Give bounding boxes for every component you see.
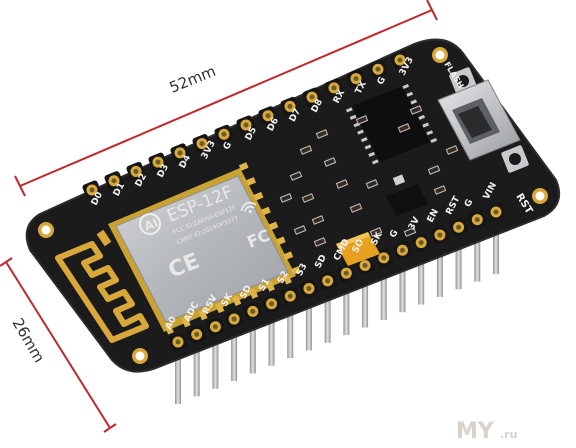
length-label: 52mm	[167, 62, 219, 97]
yellow-capacitor	[336, 232, 380, 266]
watermark: MY .ru	[456, 419, 517, 444]
svg-text:.ru: .ru	[500, 428, 517, 441]
width-label: 26mm	[9, 315, 49, 366]
smd-components	[279, 105, 459, 247]
pin-label-bottom: G	[463, 198, 475, 209]
svg-text:AI: AI	[142, 216, 160, 234]
usb-c-connector[interactable]	[437, 79, 521, 161]
wifi-icon	[240, 201, 257, 214]
ai-logo: AI	[139, 213, 161, 235]
pin-label-top: G	[376, 75, 388, 86]
usb-uart-chip	[346, 83, 438, 165]
pin-label-bottom: G	[388, 228, 400, 239]
pad-row-bottom	[168, 202, 506, 352]
rst-button[interactable]	[501, 145, 530, 174]
voltage-regulator	[386, 174, 428, 216]
antenna-trace	[55, 229, 149, 343]
svg-text:MY: MY	[456, 419, 495, 444]
pad-row-top	[82, 50, 410, 200]
esp-12f-module: AI ESP-12F FCC ID:2ARHX-ESP12F CMIIT ID:…	[108, 162, 301, 335]
pin-label-top: G	[222, 140, 234, 151]
